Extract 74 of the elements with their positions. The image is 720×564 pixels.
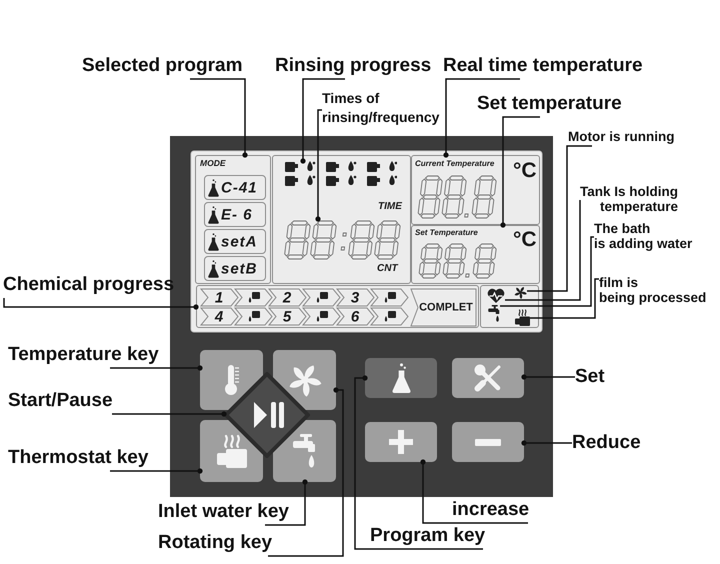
program-slot: [204, 175, 266, 200]
leader-line: [112, 411, 227, 417]
tap-icon: [488, 305, 500, 322]
display-label: CNT: [377, 264, 398, 274]
step-number: 1: [214, 290, 224, 306]
callout-label: Inlet water key: [158, 499, 289, 525]
display-panel: [411, 155, 540, 225]
steaming-cup-icon: [515, 309, 530, 326]
callout-label: increase: [452, 497, 530, 523]
leader-line: [527, 145, 592, 292]
callout-label: Program key: [370, 523, 486, 549]
display-label: Set Temperature: [415, 229, 478, 237]
play-pause-button: [224, 372, 310, 458]
minus-button: [452, 422, 524, 462]
callout-label: Motor is running: [568, 128, 674, 146]
rinse-indicators-drawing: [285, 161, 397, 187]
leader-line: [521, 440, 572, 446]
leader-line: [268, 387, 344, 557]
step-number: 6: [350, 310, 360, 324]
leader-line: [420, 459, 528, 524]
mode-panel: [195, 155, 271, 284]
tools-button: [452, 358, 524, 398]
mode-label: MODE: [200, 159, 226, 168]
display-panel: [411, 225, 540, 284]
program-name: C-41: [221, 180, 258, 195]
unit-label: °C: [513, 229, 537, 250]
leader-line: [315, 109, 322, 222]
leader-line: [354, 375, 483, 550]
callout-label: Selected program: [82, 53, 242, 79]
callout-label: Times of rinsing/frequency: [322, 89, 440, 127]
callout-label: film is being processed: [599, 275, 706, 305]
leader-line: [505, 200, 581, 301]
status-panel: [480, 285, 539, 328]
fan-icon: [514, 286, 527, 299]
step-number: 5: [282, 310, 292, 324]
step-number: 4: [214, 310, 224, 324]
leader-line: [190, 78, 248, 158]
leader-line: [110, 468, 203, 474]
leader-line: [443, 78, 520, 158]
step-number: 2: [282, 290, 292, 306]
program-slot: [204, 256, 266, 281]
callout-label: Set: [575, 364, 605, 390]
program-slot: [204, 229, 266, 254]
leader-line: [265, 479, 308, 526]
unit-label: °C: [513, 160, 537, 181]
program-slot: [204, 202, 266, 227]
program-name: setB: [221, 261, 258, 276]
callout-label: Tank Is holding temperature: [580, 184, 678, 214]
status-text: COMPLET: [419, 302, 473, 313]
callout-label: Rinsing progress: [275, 53, 432, 79]
flask-button: [365, 358, 437, 398]
leader-line: [521, 374, 575, 380]
heart-icon: [487, 288, 505, 303]
program-name: setA: [221, 234, 258, 249]
callout-label: The bath is adding water: [594, 221, 692, 251]
leader-line: [300, 78, 345, 164]
plus-button: [365, 422, 437, 462]
program-name: E- 6: [221, 207, 253, 222]
step-number: 3: [350, 290, 360, 306]
callout-label: Temperature key: [8, 342, 159, 368]
display-panel: [272, 155, 411, 284]
callout-label: Set temperature: [477, 91, 622, 117]
display-label: TIME: [378, 202, 402, 212]
display-label: Current Temperature: [415, 160, 494, 168]
callout-label: Reduce: [572, 430, 641, 456]
leader-line: [3, 298, 199, 310]
callout-label: Thermostat key: [8, 445, 148, 471]
leader-line: [500, 116, 540, 228]
callout-label: Start/Pause: [8, 388, 113, 414]
callout-label: Real time temperature: [443, 53, 643, 79]
leader-line: [530, 278, 599, 319]
leader-line: [110, 365, 203, 371]
leader-line: [500, 236, 594, 307]
callout-label: Rotating key: [158, 530, 272, 556]
